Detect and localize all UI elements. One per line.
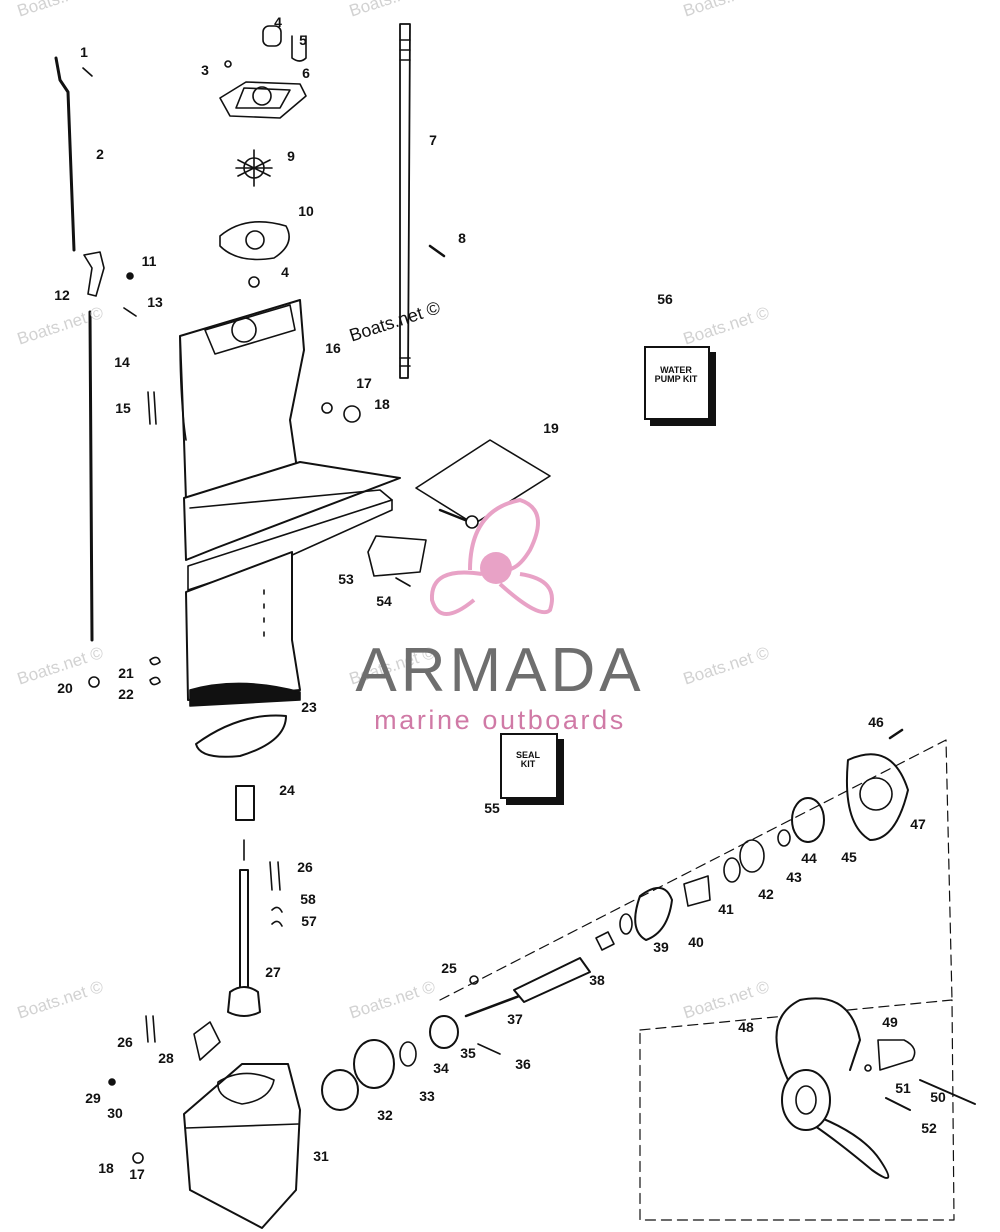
part-callout-43: 43 bbox=[786, 869, 802, 885]
seal-kit-label: SEAL KIT bbox=[515, 750, 540, 770]
part-callout-26: 26 bbox=[297, 859, 313, 875]
part-callout-52: 52 bbox=[921, 1120, 937, 1136]
part-callout-46: 46 bbox=[868, 714, 884, 730]
armada-logo-icon bbox=[429, 497, 554, 616]
part-callout-20: 20 bbox=[57, 680, 73, 696]
part-callout-50: 50 bbox=[930, 1089, 946, 1105]
part-callout-22: 22 bbox=[118, 686, 134, 702]
decal-19 bbox=[415, 439, 551, 525]
part-callout-16: 16 bbox=[325, 340, 341, 356]
part-callout-37: 37 bbox=[507, 1011, 523, 1027]
part-callout-47: 47 bbox=[910, 816, 926, 832]
part-callout-28: 28 bbox=[158, 1050, 174, 1066]
part-callout-36: 36 bbox=[515, 1056, 531, 1072]
part-callout-29: 29 bbox=[85, 1090, 101, 1106]
shift-rod-connector bbox=[83, 251, 137, 317]
part-callout-27: 27 bbox=[265, 964, 281, 980]
part-callout-17: 17 bbox=[356, 375, 372, 391]
o-ring-23 bbox=[195, 714, 287, 758]
seal-kit-box: SEAL KIT bbox=[500, 733, 558, 799]
part-callout-2: 2 bbox=[96, 146, 104, 162]
screw-15 bbox=[147, 391, 157, 425]
shift-rod-upper bbox=[54, 56, 93, 252]
part-callout-39: 39 bbox=[653, 939, 669, 955]
part-callout-49: 49 bbox=[882, 1014, 898, 1030]
propeller bbox=[775, 997, 976, 1179]
part-callout-17: 17 bbox=[129, 1166, 145, 1182]
part-callout-54: 54 bbox=[376, 593, 392, 609]
part-callout-25: 25 bbox=[441, 960, 457, 976]
part-callout-41: 41 bbox=[718, 901, 734, 917]
water-pump-kit-box: WATER PUMP KIT bbox=[644, 346, 710, 420]
part-callout-44: 44 bbox=[801, 850, 817, 866]
part-callout-45: 45 bbox=[841, 849, 857, 865]
part-callout-18: 18 bbox=[98, 1160, 114, 1176]
part-callout-48: 48 bbox=[738, 1019, 754, 1035]
part-callout-8: 8 bbox=[458, 230, 466, 246]
part-callout-18: 18 bbox=[374, 396, 390, 412]
part-callout-55: 55 bbox=[484, 800, 500, 816]
seal-4 bbox=[248, 276, 260, 288]
part-callout-12: 12 bbox=[54, 287, 70, 303]
part-callout-23: 23 bbox=[301, 699, 317, 715]
part-callout-14: 14 bbox=[114, 354, 130, 370]
part-callout-32: 32 bbox=[377, 1107, 393, 1123]
part-callout-10: 10 bbox=[298, 203, 314, 219]
part-callout-9: 9 bbox=[287, 148, 295, 164]
part-callout-26: 26 bbox=[117, 1034, 133, 1050]
gearcase-housing-lower bbox=[108, 1015, 301, 1229]
part-callout-51: 51 bbox=[895, 1080, 911, 1096]
part-callout-34: 34 bbox=[433, 1060, 449, 1076]
part-callout-24: 24 bbox=[279, 782, 295, 798]
part-callout-21: 21 bbox=[118, 665, 134, 681]
part-callout-4: 4 bbox=[281, 264, 289, 280]
part-callout-3: 3 bbox=[201, 62, 209, 78]
water-pump-kit-label: WATER PUMP KIT bbox=[654, 365, 698, 385]
brand-tagline: marine outboards bbox=[374, 705, 626, 735]
part-callout-1: 1 bbox=[80, 44, 88, 60]
part-callout-53: 53 bbox=[338, 571, 354, 587]
bushing-24 bbox=[235, 785, 255, 821]
part-callout-40: 40 bbox=[688, 934, 704, 950]
screw-washer-16-18 bbox=[321, 402, 361, 423]
impeller bbox=[235, 149, 273, 187]
part-callout-7: 7 bbox=[429, 132, 437, 148]
part-callout-11: 11 bbox=[141, 253, 157, 269]
grommet-nut-group bbox=[88, 656, 161, 688]
impeller-plate bbox=[219, 220, 290, 261]
trim-tab bbox=[367, 535, 427, 587]
part-callout-56: 56 bbox=[657, 291, 673, 307]
part-callout-30: 30 bbox=[107, 1105, 123, 1121]
part-callout-58: 58 bbox=[300, 891, 316, 907]
part-callout-42: 42 bbox=[758, 886, 774, 902]
part-callout-31: 31 bbox=[313, 1148, 329, 1164]
part-callout-38: 38 bbox=[589, 972, 605, 988]
gearcase-housing-upper bbox=[179, 299, 401, 707]
part-callout-19: 19 bbox=[543, 420, 559, 436]
gear-train bbox=[321, 728, 909, 1111]
part-callout-5: 5 bbox=[299, 32, 307, 48]
brand-name: ARMADA bbox=[355, 636, 645, 705]
pinion-shaft bbox=[227, 839, 283, 1017]
water-pump-housing bbox=[219, 25, 307, 119]
drive-shaft bbox=[399, 23, 446, 379]
part-callout-6: 6 bbox=[302, 65, 310, 81]
shift-rod-lower bbox=[88, 310, 94, 642]
assembly-boundary bbox=[439, 739, 955, 1221]
part-callout-33: 33 bbox=[419, 1088, 435, 1104]
part-callout-13: 13 bbox=[147, 294, 163, 310]
part-callout-57: 57 bbox=[301, 913, 317, 929]
part-callout-35: 35 bbox=[460, 1045, 476, 1061]
part-callout-4: 4 bbox=[274, 14, 282, 30]
part-callout-15: 15 bbox=[115, 400, 131, 416]
